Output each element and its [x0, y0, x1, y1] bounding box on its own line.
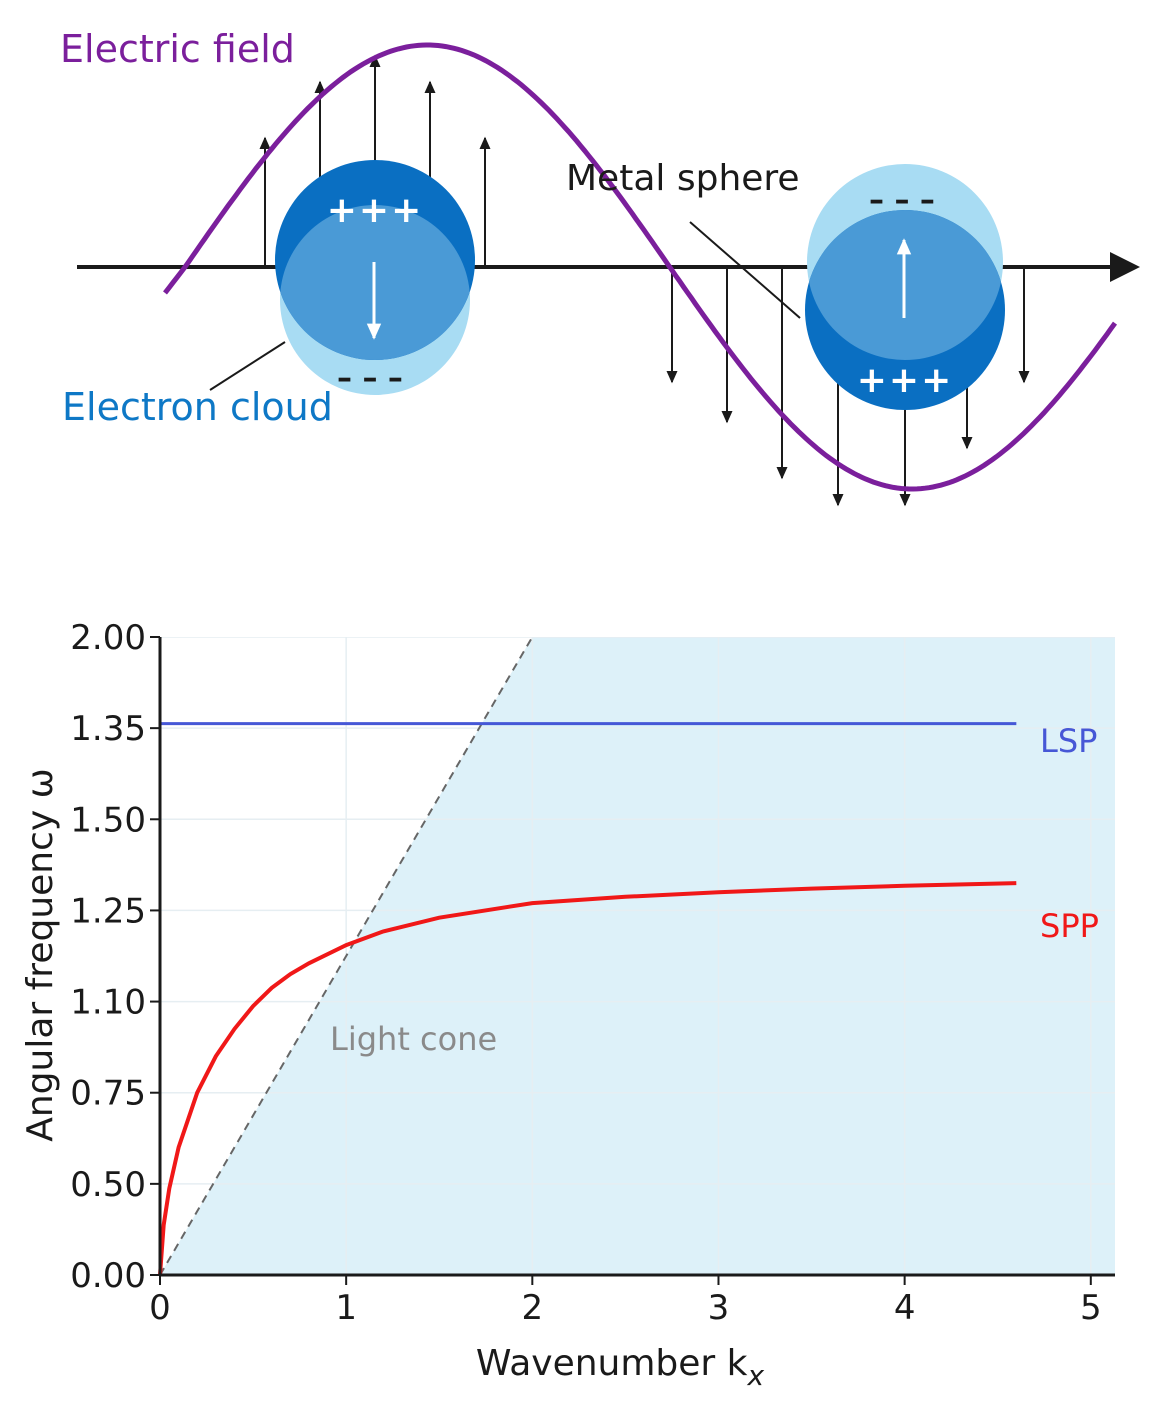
- x-tick-label: 4: [894, 1288, 916, 1328]
- y-tick-label: 0.75: [70, 1074, 146, 1114]
- plasmon-diagram: +++ – – – – – – +++ Electric field Metal…: [60, 27, 1140, 507]
- x-tick-label: 2: [521, 1288, 543, 1328]
- electric-field-label: Electric field: [60, 27, 295, 71]
- electron-cloud-label: Electron cloud: [62, 385, 333, 429]
- y-tick-label: 1.35: [70, 709, 146, 749]
- grid: [160, 637, 1115, 1275]
- x-tick-label: 0: [149, 1288, 171, 1328]
- right-metal-sphere: – – – +++: [805, 164, 1005, 410]
- electric-field-wave: [163, 42, 1118, 492]
- x-tick-label: 1: [335, 1288, 357, 1328]
- metal-sphere-label: Metal sphere: [566, 158, 800, 199]
- y-tick-label: 2.00: [70, 618, 146, 658]
- electron-cloud-leader: [209, 341, 286, 391]
- left-metal-sphere: +++ – – –: [275, 160, 475, 396]
- y-ticks: 0.00 0.50 0.75 1.10 1.25 1.50 1.35 2.00: [70, 618, 160, 1296]
- light-cone-label: Light cone: [330, 1020, 497, 1058]
- x-ticks: 0 1 2 3 4 5: [149, 1275, 1102, 1328]
- x-tick-label: 3: [708, 1288, 730, 1328]
- spp-label: SPP: [1040, 907, 1099, 945]
- left-sphere-bottom-charge: – – –: [337, 361, 403, 396]
- axis-arrowhead-icon: [1110, 252, 1140, 282]
- light-cone-line: [159, 636, 534, 1276]
- x-tick-label: 5: [1080, 1288, 1102, 1328]
- left-sphere-top-charge: +++: [327, 190, 424, 231]
- y-tick-label: 1.10: [70, 983, 146, 1023]
- lsp-label: LSP: [1040, 722, 1097, 760]
- y-tick-label: 0.00: [70, 1256, 146, 1296]
- y-tick-label: 0.50: [70, 1165, 146, 1205]
- shaded-region: [160, 637, 1115, 1275]
- x-axis-title: Wavenumber kx: [476, 1343, 765, 1392]
- metal-sphere-leader: [689, 221, 801, 319]
- right-sphere-bottom-charge: +++: [857, 360, 954, 401]
- y-tick-label: 1.50: [70, 800, 146, 840]
- y-tick-label: 1.25: [70, 891, 146, 931]
- y-axis-title: Angular frequency ω: [20, 768, 61, 1142]
- right-sphere-top-charge: – – –: [869, 183, 935, 218]
- spp-curve: [158, 881, 1017, 1276]
